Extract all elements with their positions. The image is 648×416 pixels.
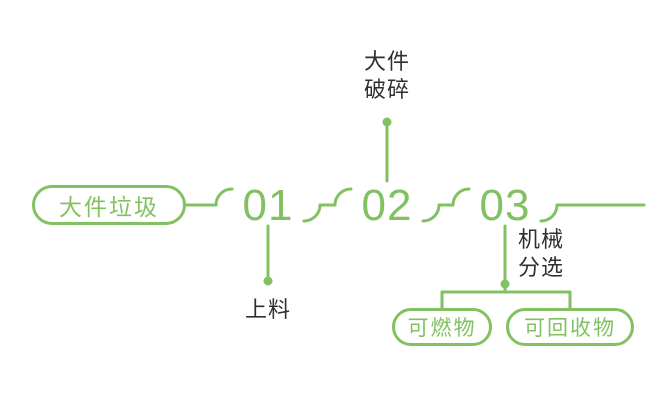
junction-dot	[263, 276, 273, 286]
arc-hook-right-02	[421, 203, 441, 223]
pill-bulky-waste-label: 大件垃圾	[59, 194, 159, 220]
step-number-01: 01	[242, 181, 294, 230]
arc-hook-left-03	[451, 187, 471, 207]
step-number-03: 03	[479, 181, 531, 230]
arc-hook-left-01	[214, 187, 234, 207]
step2-label-crushing: 大件 破碎	[337, 48, 437, 104]
junction-dot	[500, 279, 510, 289]
step3-label-sorting: 机械 分选	[518, 226, 564, 282]
pill-combustibles-label: 可燃物	[407, 317, 477, 340]
pill-bulky-waste: 大件垃圾	[32, 185, 186, 225]
arc-hook-left-02	[333, 187, 353, 207]
step2-label-line1: 大件	[363, 49, 410, 74]
step3-label-line1: 机械	[518, 227, 565, 252]
step2-label-line2: 破碎	[363, 77, 410, 102]
pill-recyclables: 可回收物	[506, 308, 634, 346]
junction-dot	[382, 117, 392, 127]
step-number-02: 02	[361, 181, 413, 230]
step3-label-line2: 分选	[518, 255, 565, 280]
pill-recyclables-label: 可回收物	[524, 317, 616, 340]
pill-combustibles: 可燃物	[392, 308, 492, 346]
step1-label-feeding: 上料	[244, 297, 291, 322]
arc-hook-right-03	[539, 203, 559, 223]
arc-hook-right-01	[302, 203, 322, 223]
